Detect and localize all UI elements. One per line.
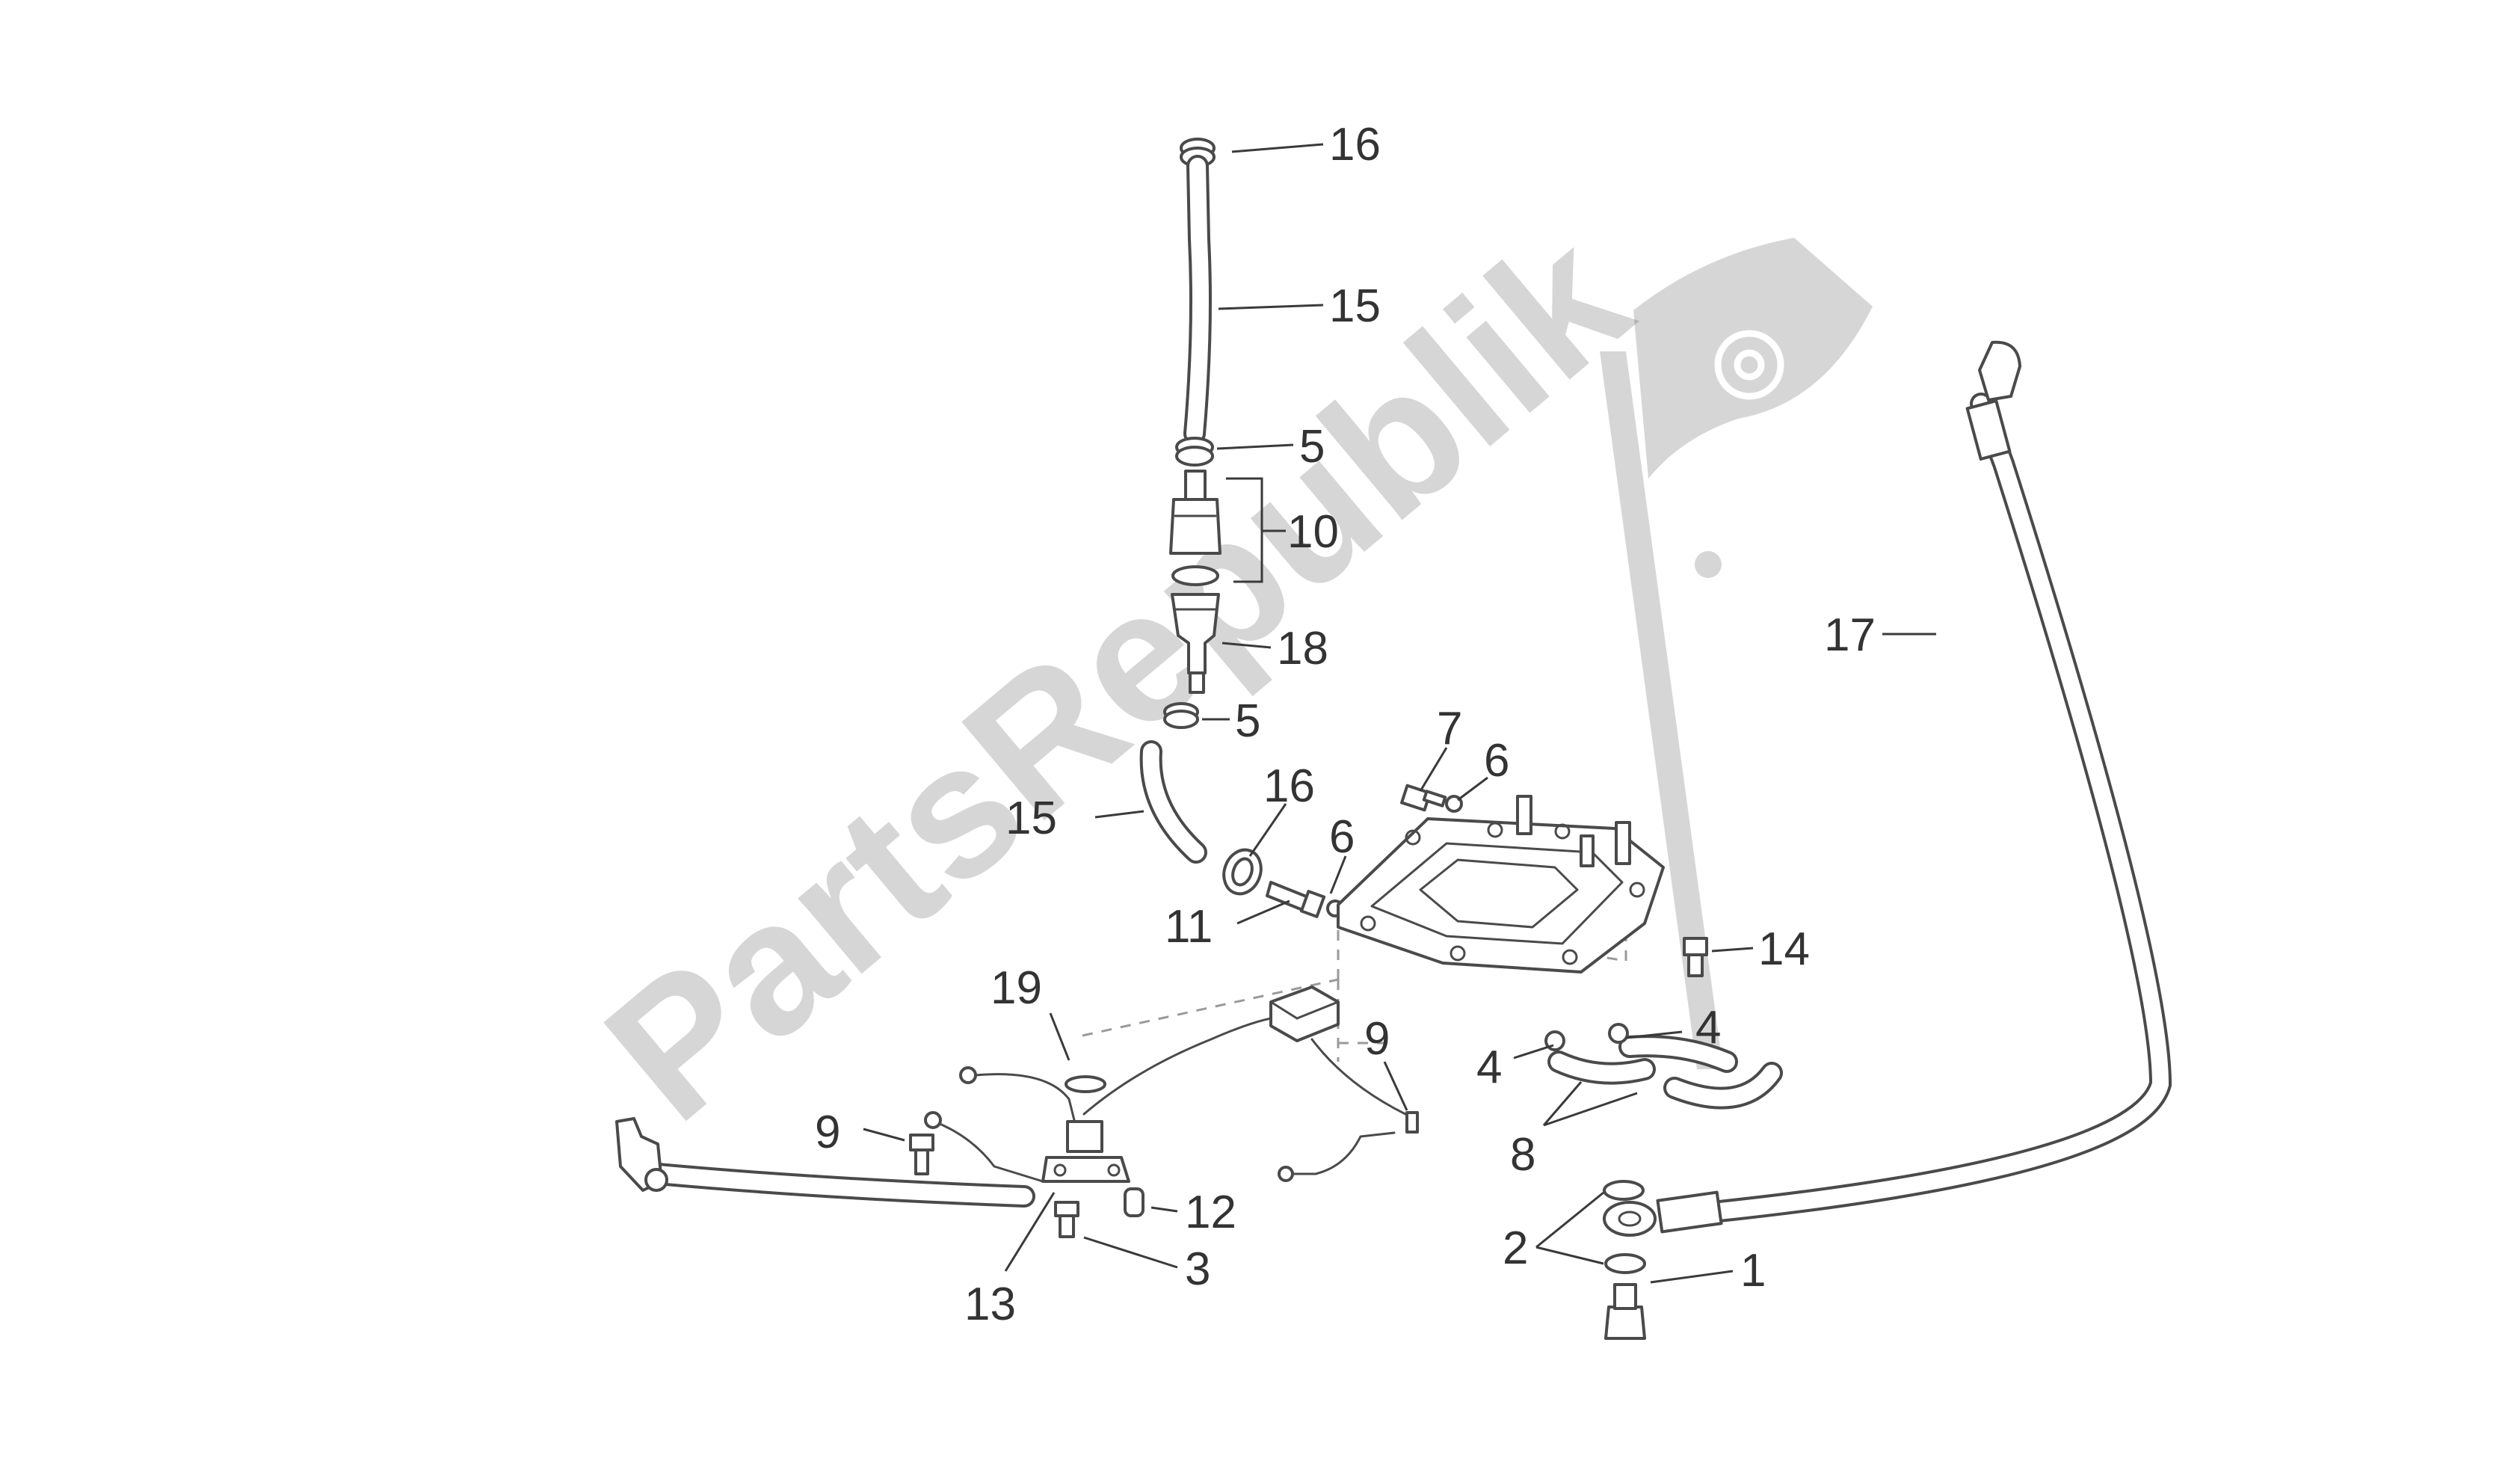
- callout-8: 8: [1510, 1129, 1535, 1181]
- callout-4-right: 4: [1695, 1002, 1721, 1054]
- callout-14: 14: [1758, 923, 1810, 975]
- watermark: PartsRepublik: [568, 191, 1873, 1160]
- hose-clip-right: [1608, 1023, 1629, 1044]
- callout-13: 13: [964, 1279, 1016, 1330]
- callout-5-lower: 5: [1235, 695, 1260, 747]
- hose-clamp-upper: [1175, 437, 1214, 467]
- hose-clamp-lower: [1163, 702, 1199, 729]
- oil-pan-cover: [1337, 795, 1665, 974]
- sensor-wiring: [647, 1015, 1418, 1208]
- callout-12: 12: [1185, 1187, 1236, 1238]
- breather-hose-upper: [1183, 155, 1212, 445]
- hose-clamp-side: [1222, 848, 1263, 896]
- callout-3: 3: [1185, 1243, 1210, 1295]
- callout-1: 1: [1740, 1245, 1766, 1297]
- watermark-text: PartsRepublik: [568, 191, 1666, 1160]
- breather-fitting: [1171, 593, 1220, 694]
- callout-19: 19: [991, 962, 1042, 1014]
- callout-9-left: 9: [815, 1107, 840, 1158]
- callout-6-top: 6: [1484, 735, 1509, 787]
- callout-15-lower: 15: [1005, 793, 1057, 844]
- callout-labels: 16 15 5 10 18 5 15 16 7 6 6 11 14 17 4 4…: [815, 119, 1876, 1330]
- callout-15-top: 15: [1329, 280, 1381, 332]
- callout-4-left: 4: [1476, 1042, 1502, 1093]
- breather-valve: [1169, 470, 1222, 586]
- pan-bolt: [1683, 937, 1708, 977]
- cover-bolt: [1400, 784, 1463, 813]
- callout-17: 17: [1824, 609, 1876, 661]
- banjo-fitting: [1603, 1180, 1657, 1274]
- callout-6-mid: 6: [1329, 811, 1355, 863]
- oil-line-hose: [1656, 340, 2172, 1234]
- sensor-screw: [1054, 1201, 1079, 1238]
- breather-nipple: [1266, 881, 1326, 918]
- small-hoses: [1544, 1023, 1783, 1110]
- callout-10: 10: [1287, 506, 1339, 558]
- wiring-connector: [615, 1117, 668, 1192]
- watermark-flag-logo: [1600, 238, 1873, 1069]
- callout-16-top: 16: [1329, 119, 1381, 170]
- ground-bolt: [1405, 1111, 1419, 1134]
- callout-2: 2: [1503, 1222, 1528, 1274]
- callout-11: 11: [1165, 901, 1213, 953]
- callout-16-lower: 16: [1263, 760, 1315, 812]
- gear-icon: [1714, 330, 1784, 400]
- breather-hose-assembly: [1139, 138, 1344, 918]
- sensor-bolt: [909, 1134, 934, 1175]
- banjo-bolt: [1604, 1283, 1646, 1340]
- oil-pressure-sensor: [1041, 1075, 1130, 1183]
- callout-9-right: 9: [1364, 1013, 1390, 1065]
- callout-7: 7: [1437, 703, 1462, 754]
- spacer-sleeve: [1124, 1187, 1145, 1217]
- breather-hose-lower: [1139, 740, 1207, 864]
- sensor-connector-box: [1269, 985, 1340, 1042]
- leader-lines: [863, 143, 1936, 1284]
- callout-5-top: 5: [1299, 421, 1325, 473]
- callout-18: 18: [1277, 623, 1328, 674]
